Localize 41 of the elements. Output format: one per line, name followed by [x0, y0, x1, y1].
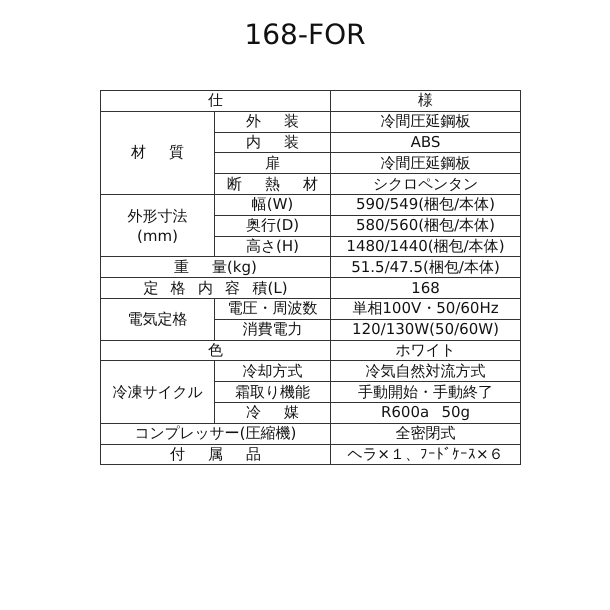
- table-cell: 重 量(kg): [100, 256, 330, 278]
- table-cell: 定 格 内 容 積(L): [100, 278, 330, 298]
- table-cell: R600a 50g: [330, 402, 520, 424]
- table-cell: 冷凍サイクル: [100, 360, 214, 424]
- table-cell: 51.5/47.5(梱包/本体): [330, 256, 520, 278]
- table-cell: シクロペンタン: [330, 174, 520, 194]
- table-cell: 高さ(H): [214, 236, 330, 257]
- table-cell: 消費電力: [214, 319, 330, 340]
- table-cell: 1480/1440(梱包/本体): [330, 236, 520, 257]
- table-cell: 冷間圧延鋼板: [330, 111, 520, 132]
- table-cell: 外形寸法 (mm): [100, 194, 214, 257]
- table-cell: 外 装: [214, 111, 330, 132]
- table-cell: 扉: [214, 152, 330, 174]
- table-cell: 単相100V・50/60Hz: [330, 298, 520, 320]
- header-cell: 様: [330, 90, 520, 112]
- table-cell: コンプレッサー(圧縮機): [100, 423, 330, 444]
- header-cell: 仕: [100, 90, 330, 112]
- table-cell: ホワイト: [330, 340, 520, 361]
- table-cell: 全密閉式: [330, 423, 520, 444]
- table-cell: 内 装: [214, 132, 330, 153]
- table-cell: 冷気自然対流方式: [330, 360, 520, 382]
- table-cell: ABS: [330, 132, 520, 153]
- table-cell: 580/560(梱包/本体): [330, 215, 520, 236]
- table-cell: 120/130W(50/60W): [330, 319, 520, 340]
- table-cell: 電圧・周波数: [214, 298, 330, 320]
- table-cell: 幅(W): [214, 194, 330, 216]
- table-cell: 電気定格: [100, 298, 214, 340]
- table-cell: 冷却方式: [214, 360, 330, 382]
- table-cell: 168: [330, 278, 520, 298]
- title: 168-FOR: [243, 18, 367, 51]
- table-cell: 付 属 品: [100, 444, 330, 465]
- table-cell: ヘラ×１、ﾌｰﾄﾞｹｰｽ×６: [330, 444, 520, 465]
- table-cell: 色: [100, 340, 330, 361]
- table-cell: 霜取り機能: [214, 382, 330, 402]
- table-cell: 冷間圧延鋼板: [330, 152, 520, 174]
- table-cell: 手動開始・手動終了: [330, 382, 520, 402]
- table-cell: 断 熱 材: [214, 174, 330, 194]
- table-cell: 冷 媒: [214, 402, 330, 424]
- table-cell: 材 質: [100, 111, 214, 194]
- table-cell: 奥行(D): [214, 215, 330, 236]
- table-cell: 590/549(梱包/本体): [330, 194, 520, 216]
